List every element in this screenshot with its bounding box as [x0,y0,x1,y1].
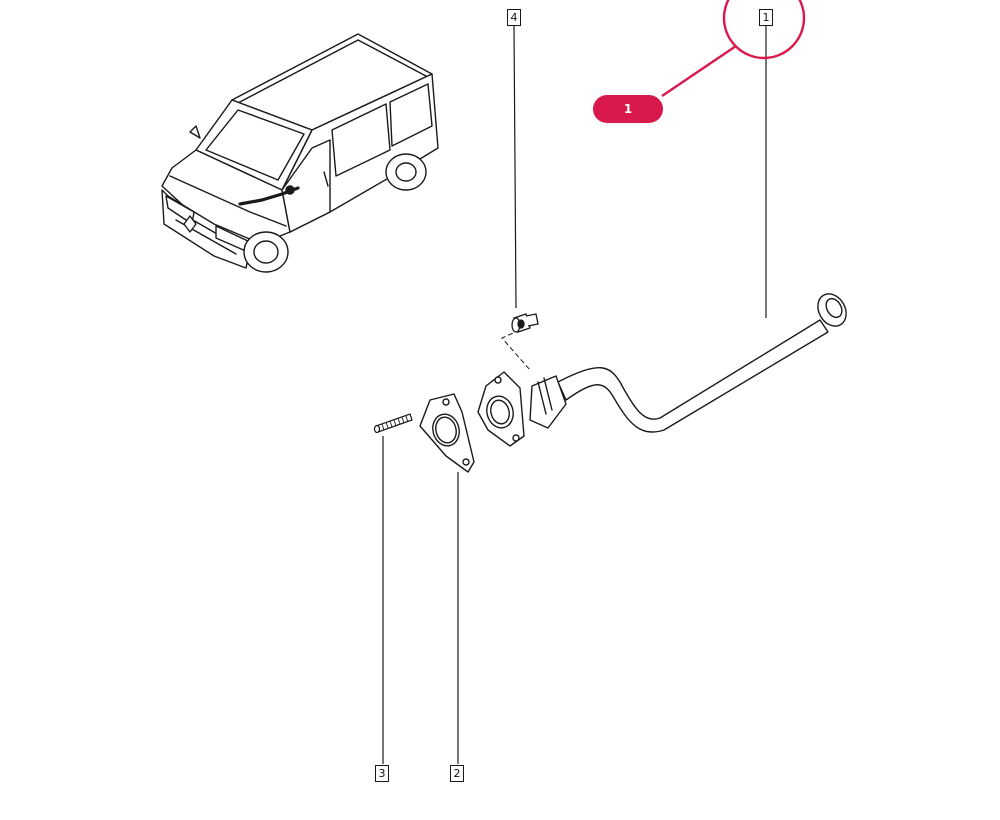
flange-nut-icon [511,313,539,333]
leader-lines [382,25,767,764]
callout-1[interactable]: 1 [759,9,773,26]
callout-3[interactable]: 3 [375,765,389,782]
hotspot-part-1-button[interactable]: 1 [593,95,663,123]
van-icon [161,33,439,273]
flange-gasket-icon [419,393,475,473]
callout-4[interactable]: 4 [507,9,521,26]
exhaust-front-pipe-icon [477,293,847,447]
callout-2[interactable]: 2 [450,765,464,782]
assembly-guide-lines [501,329,531,371]
hotspot-highlight [661,0,806,97]
stud-bolt-icon [373,413,413,434]
